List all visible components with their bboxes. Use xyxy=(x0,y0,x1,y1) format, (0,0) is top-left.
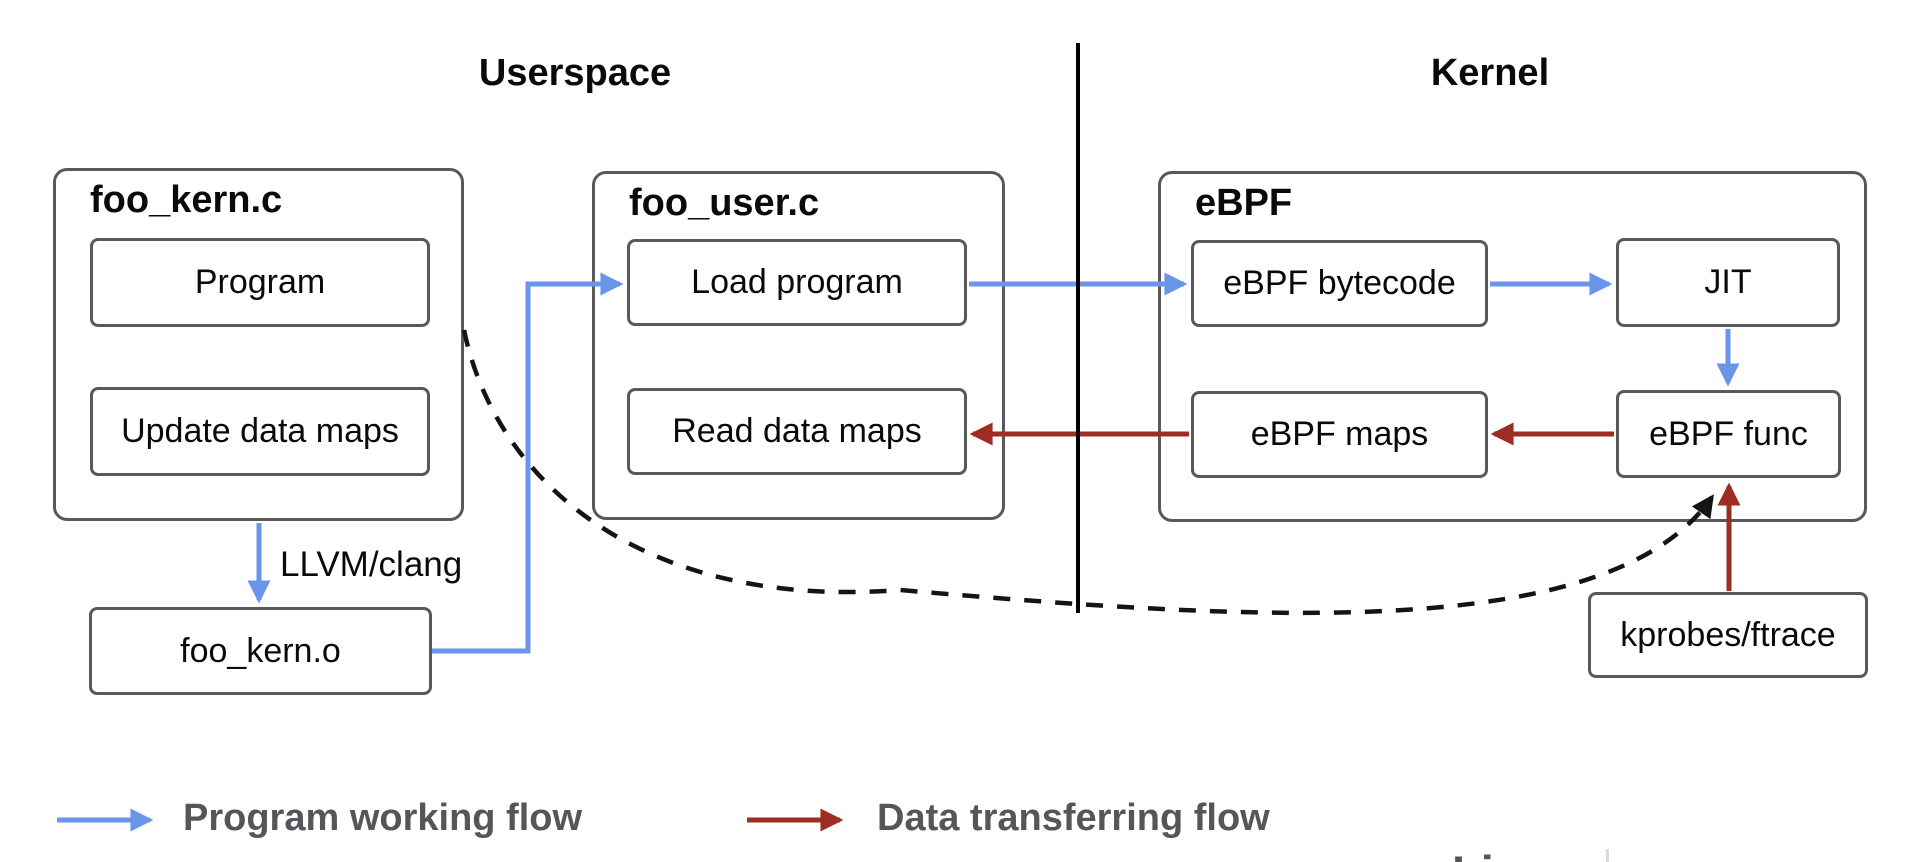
group-foo-kern-c-title: foo_kern.c xyxy=(90,179,283,221)
clipped-watermark-fragment xyxy=(1606,849,1609,862)
node-ebpf-bytecode: eBPF bytecode xyxy=(1191,240,1488,327)
node-kprobes-ftrace: kprobes/ftrace xyxy=(1588,592,1868,678)
group-foo-user-c-title: foo_user.c xyxy=(629,182,820,224)
legend-program-flow-label: Program working flow xyxy=(183,797,583,839)
node-update-data-maps: Update data maps xyxy=(90,387,430,476)
node-program: Program xyxy=(90,238,430,327)
group-ebpf-title: eBPF xyxy=(1195,182,1293,224)
node-jit: JIT xyxy=(1616,238,1840,327)
llvm-clang-label: LLVM/clang xyxy=(280,545,463,584)
node-load-program: Load program xyxy=(627,239,967,326)
node-ebpf-maps: eBPF maps xyxy=(1191,391,1488,478)
legend-data-flow-label: Data transferring flow xyxy=(877,797,1270,839)
node-read-data-maps: Read data maps xyxy=(627,388,967,475)
clipped-watermark-text: Li xyxy=(1452,845,1494,862)
kernel-section-title: Kernel xyxy=(1430,52,1550,94)
node-foo-kern-o: foo_kern.o xyxy=(89,607,432,695)
node-ebpf-func: eBPF func xyxy=(1616,390,1841,478)
userspace-kernel-divider xyxy=(1076,43,1080,613)
userspace-section-title: Userspace xyxy=(478,52,672,94)
